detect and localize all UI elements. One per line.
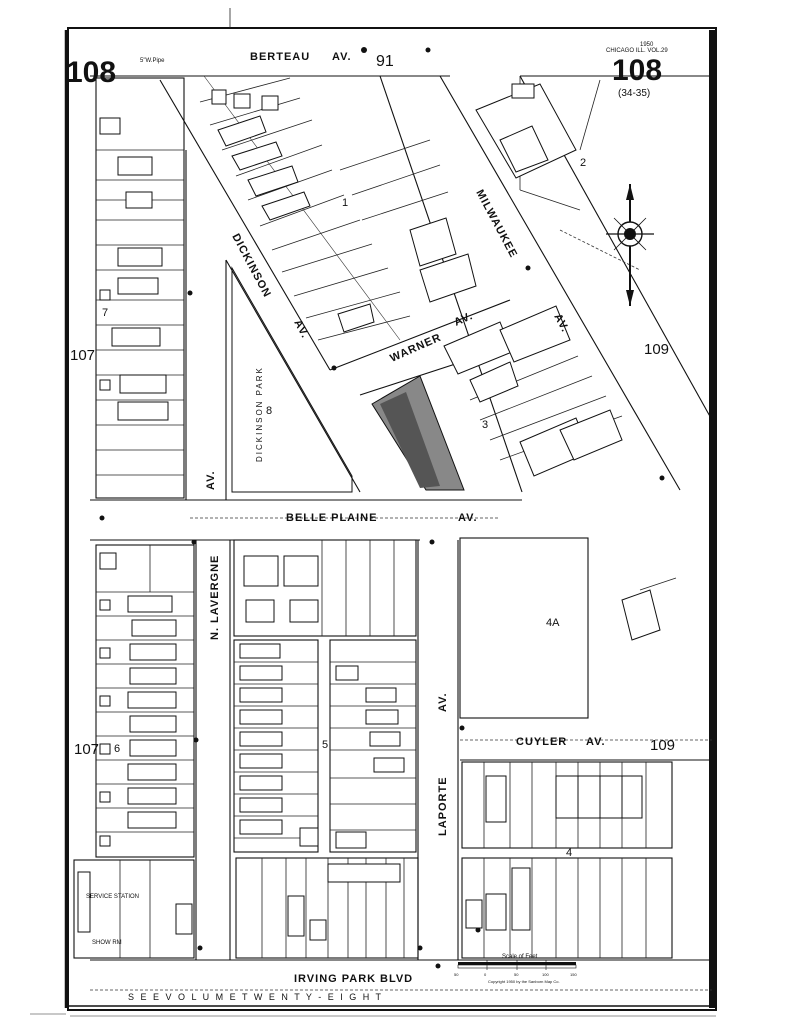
block-3-number: 3 xyxy=(482,419,488,431)
adjacent-sheet-left-top: 107 xyxy=(70,347,95,364)
block-2-number: 2 xyxy=(580,157,586,169)
scale-bar xyxy=(457,960,577,970)
block-6-number: 6 xyxy=(114,743,120,755)
street-irving-park: IRVING PARK xyxy=(294,973,376,985)
adjacent-sheet-left-mid: 107 xyxy=(74,741,99,758)
block-4a xyxy=(459,537,677,719)
block-4a-number: 4A xyxy=(546,617,560,629)
block-1-number: 1 xyxy=(342,197,348,209)
street-belle-plaine: BELLE PLAINE xyxy=(286,512,377,524)
street-berteau-av: AV. xyxy=(332,51,352,63)
block-8 xyxy=(231,266,353,493)
block-2 xyxy=(475,76,641,271)
dickinson-park-label: DICKINSON PARK xyxy=(255,366,264,462)
block-3 xyxy=(371,305,623,491)
block-4 xyxy=(461,761,673,959)
north-arrow-icon xyxy=(606,184,654,306)
street-berteau: BERTEAU xyxy=(250,51,310,63)
header-note: CHICAGO ILL. VOL.29 xyxy=(606,48,668,54)
block-6 xyxy=(95,544,195,858)
see-volume-note: S E E V O L U M E T W E N T Y - E I G H … xyxy=(128,992,383,1002)
street-dickinson-av: AV. xyxy=(291,318,311,341)
street-lines xyxy=(90,75,713,991)
street-dickinson: DICKINSON xyxy=(229,232,273,300)
block-7-number: 7 xyxy=(102,307,108,319)
header-year: 1950 xyxy=(640,42,654,48)
street-belle-plaine-av: AV. xyxy=(458,512,478,524)
street-lavergne: N. LAVERGNE xyxy=(209,555,221,640)
street-irving-blvd: BLVD xyxy=(380,973,413,985)
street-cuyler: CUYLER xyxy=(516,736,567,748)
street-laporte-av: AV. xyxy=(437,692,449,712)
show-room-label: SHOW RM xyxy=(92,940,122,946)
block-1 xyxy=(199,77,477,341)
volume-range: (34-35) xyxy=(618,88,650,99)
adjacent-sheet-top: 91 xyxy=(376,53,394,70)
block-5-number: 5 xyxy=(322,739,328,751)
adjacent-sheet-right-mid: 109 xyxy=(650,737,675,754)
scale-title: Scale of Feet xyxy=(502,954,538,960)
scale-tick-2: 50 xyxy=(514,972,519,977)
scale-tick-4: 150 xyxy=(570,972,577,977)
copyright-note: Copyright 1950 by the Sanborn Map Co. xyxy=(488,979,560,984)
scale-tick-0: 50 xyxy=(454,972,459,977)
block-7 xyxy=(95,77,185,499)
block-4-number: 4 xyxy=(566,847,572,859)
adjacent-sheet-right-top: 109 xyxy=(644,341,669,358)
scale-tick-1: 0 xyxy=(484,972,487,977)
sheet-border xyxy=(30,8,717,1017)
street-lavergne-av: AV. xyxy=(205,470,217,490)
street-cuyler-av: AV. xyxy=(586,736,606,748)
block-5 xyxy=(233,539,417,853)
pipe-note: 5"W.Pipe xyxy=(140,58,165,64)
page-number: 108 xyxy=(612,54,662,87)
scale-tick-3: 100 xyxy=(542,972,549,977)
street-laporte: LAPORTE xyxy=(437,776,449,836)
block-8-number: 8 xyxy=(266,405,272,417)
service-station-label: SERVICE STATION xyxy=(86,894,139,900)
street-warner-av: AV. xyxy=(452,310,475,329)
page-number-left: 108 xyxy=(66,56,116,89)
hydrant-markers xyxy=(99,47,665,969)
street-milwaukee: MILWAUKEE xyxy=(473,188,519,260)
irving-park-frontage xyxy=(73,857,419,959)
